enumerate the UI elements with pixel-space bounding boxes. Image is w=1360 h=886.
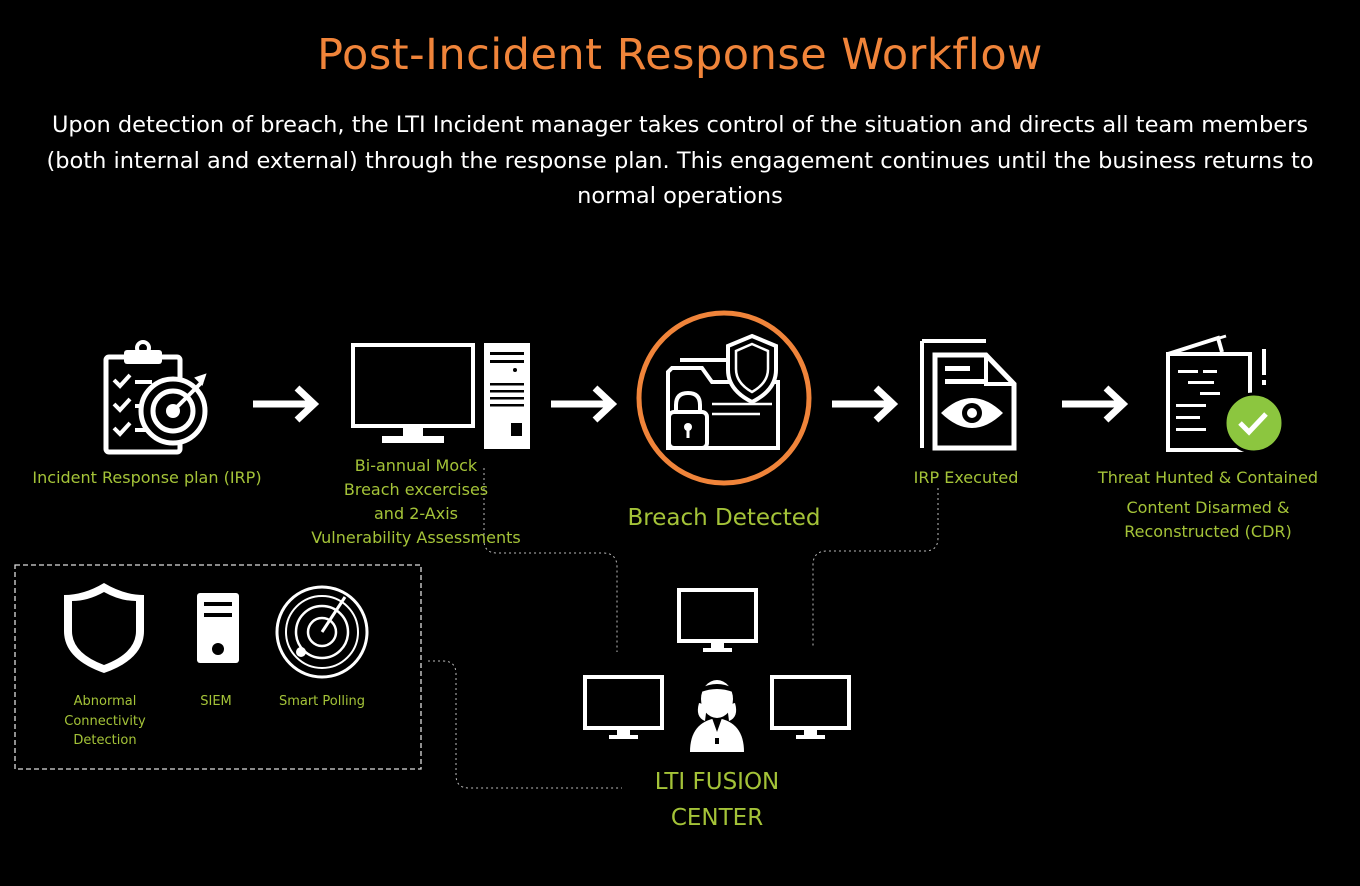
fusion-center-label-line-1: LTI FUSION bbox=[654, 769, 780, 795]
monitoring-box bbox=[14, 564, 422, 770]
connectors bbox=[428, 468, 939, 789]
clipboard-target-icon bbox=[103, 340, 208, 455]
breach-folder-lock-icon bbox=[636, 310, 812, 486]
arrow-right-icon-1 bbox=[253, 385, 320, 423]
siem-label: SIEM bbox=[200, 694, 232, 709]
monitor-icon-top bbox=[677, 588, 758, 652]
mock-label-line-2: Breach excercises bbox=[343, 480, 489, 499]
fusion-center-label-line-2: CENTER bbox=[670, 805, 764, 831]
monitor-icon-right bbox=[770, 675, 851, 739]
page-subtitle: Upon detection of breach, the LTI Incide… bbox=[46, 112, 1314, 209]
mock-label-line-4: Vulnerability Assessments bbox=[311, 528, 521, 547]
desktop-computer-icon bbox=[351, 343, 530, 449]
threat-hunted-label: Threat Hunted & Contained bbox=[1097, 468, 1319, 487]
abnormal-connectivity-label: Abnormal Connectivity Detection bbox=[40, 692, 170, 751]
document-check-icon bbox=[1166, 334, 1285, 454]
arrow-right-icon-3 bbox=[832, 385, 899, 423]
server-icon bbox=[197, 593, 239, 663]
smart-polling-label: Smart Polling bbox=[278, 694, 366, 709]
monitor-icon-left bbox=[583, 675, 664, 739]
mock-breach-label: Bi-annual Mock Breach excercises and 2-A… bbox=[290, 454, 542, 550]
document-eye-icon bbox=[920, 339, 1017, 451]
connector-mock-to-fusion bbox=[483, 468, 618, 652]
fusion-center-icon bbox=[583, 588, 851, 752]
cdr-label-line-1: Content Disarmed & bbox=[1126, 498, 1290, 517]
arrow-icons bbox=[253, 385, 1129, 423]
radar-icon bbox=[275, 585, 369, 679]
mock-label-line-1: Bi-annual Mock bbox=[354, 456, 478, 475]
abnormal-line-2: Connectivity bbox=[64, 713, 146, 729]
abnormal-line-3: Detection bbox=[73, 733, 137, 748]
cdr-label-line-2: Reconstructed (CDR) bbox=[1124, 522, 1292, 541]
connector-monitoring-to-fusion bbox=[428, 660, 622, 789]
shield-icon bbox=[64, 583, 144, 673]
mock-label-line-3: and 2-Axis bbox=[374, 504, 458, 523]
abnormal-line-1: Abnormal bbox=[73, 694, 137, 709]
irp-plan-label: Incident Response plan (IRP) bbox=[32, 468, 262, 487]
arrow-right-icon-2 bbox=[551, 385, 618, 423]
breach-detected-label: Breach Detected bbox=[627, 505, 821, 531]
person-icon bbox=[690, 680, 744, 752]
irp-executed-label: IRP Executed bbox=[913, 468, 1019, 487]
page-title: Post-Incident Response Workflow bbox=[317, 30, 1043, 80]
arrow-right-icon-4 bbox=[1062, 385, 1129, 423]
connector-irp-to-fusion bbox=[812, 488, 939, 648]
